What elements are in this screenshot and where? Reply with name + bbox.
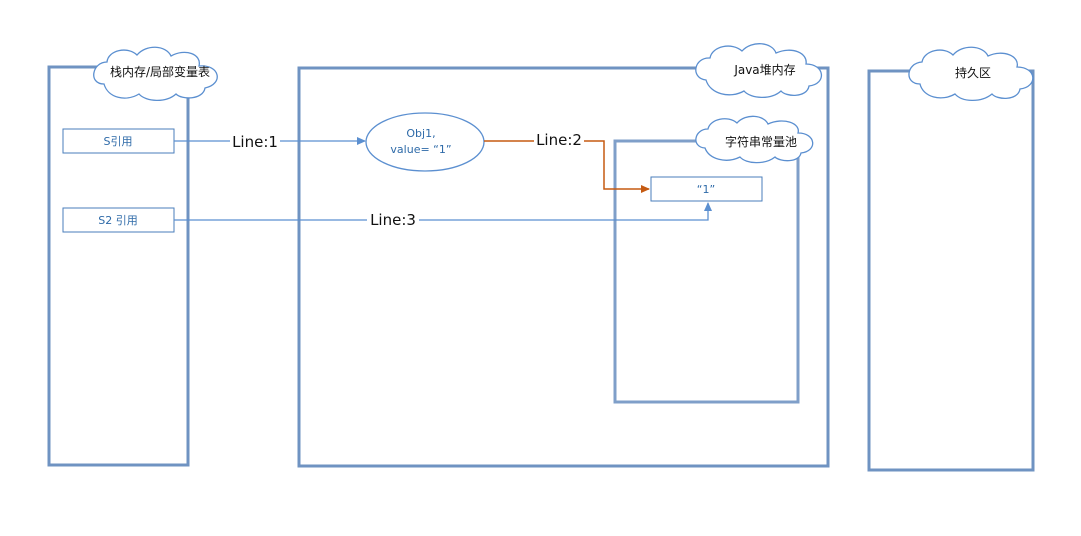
stack-region [47, 65, 190, 467]
permgen-cloud: 持久区 [908, 46, 1034, 102]
obj1-node: Obj1, value= “1” [365, 112, 485, 172]
line3-label-bg [367, 209, 419, 229]
s-reference-label: S引用 [104, 134, 133, 148]
line1-label: Line:1 [232, 133, 278, 151]
permgen-region [867, 69, 1035, 472]
obj1-value: value= “1” [390, 143, 451, 156]
line1-label-bg [230, 131, 280, 151]
obj1-name: Obj1, [406, 127, 435, 140]
pool-string-node: “1” [650, 176, 763, 202]
stack-label: 栈内存/局部变量表 [110, 64, 210, 79]
permgen-label: 持久区 [955, 65, 991, 80]
s2-reference-label: S2 引用 [98, 213, 137, 227]
string-pool-cloud: 字符串常量池 [695, 115, 814, 164]
line3-arrow [174, 202, 712, 221]
stack-cloud: 栈内存/局部变量表 [93, 46, 218, 102]
heap-cloud: Java堆内存 [695, 43, 823, 99]
line3-label: Line:3 [370, 211, 416, 229]
pool-string-value: “1” [697, 183, 715, 196]
s-reference: S引用 [62, 128, 175, 154]
s2-reference: S2 引用 [62, 207, 175, 233]
heap-label: Java堆内存 [733, 63, 795, 77]
string-pool-label: 字符串常量池 [725, 134, 797, 149]
line2-label: Line:2 [536, 131, 582, 149]
line2-label-bg [534, 130, 584, 150]
